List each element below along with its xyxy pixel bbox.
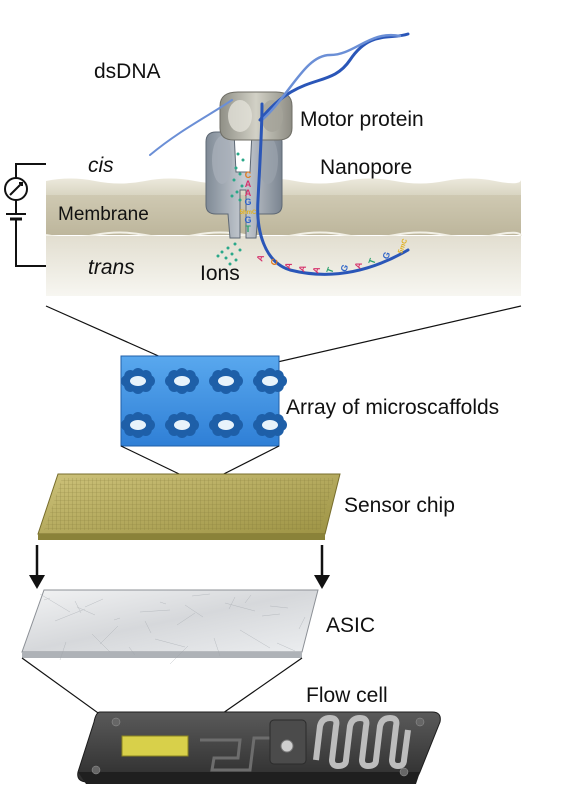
flow-cell-port	[280, 739, 294, 753]
ions-label: Ions	[200, 262, 240, 285]
array-label: Array of microscaffolds	[286, 396, 500, 419]
nanopore-protein	[205, 131, 283, 239]
cis-layer	[46, 178, 521, 195]
dsdna-label: dsDNA	[94, 60, 161, 83]
microscaffold-well	[253, 368, 287, 394]
dsdna-helix	[149, 32, 410, 156]
nucleotide-label: A	[245, 188, 252, 198]
nucleotide-label: T	[366, 257, 377, 266]
asic-label: ASIC	[326, 614, 376, 637]
sensor-chip-label: Sensor chip	[344, 494, 455, 517]
membrane-layer	[46, 195, 521, 235]
nucleotide-label: G	[244, 197, 251, 207]
down-arrows	[29, 545, 330, 589]
sensor-chip	[37, 473, 341, 540]
microscaffold-well	[165, 412, 199, 438]
zoom-lines-membrane-to-array	[45, 305, 522, 379]
microscaffold-well	[209, 368, 243, 394]
flow-cell-channel	[200, 736, 270, 772]
membrane-block	[45, 178, 522, 296]
nucleotide-label: T	[245, 224, 251, 234]
nucleotide-label: 5hmC	[240, 210, 257, 216]
cis-label: cis	[88, 154, 114, 177]
nucleotide-label: C	[245, 170, 252, 180]
nucleotide-label: G	[380, 250, 392, 260]
microscaffold-wells	[121, 368, 287, 438]
flow-cell-sensor-window	[121, 735, 189, 757]
nucleotide-label: G	[244, 215, 251, 225]
ion-particles	[216, 152, 245, 266]
nucleotide-label: A	[310, 265, 322, 275]
nanopore-label: Nanopore	[320, 156, 413, 179]
flow-cell-label: Flow cell	[306, 684, 388, 707]
motor-protein-label: Motor protein	[300, 108, 424, 131]
asic-chip	[21, 589, 319, 665]
nucleotide-label: A	[245, 179, 252, 189]
nucleotide-label: C	[268, 257, 280, 267]
trans-label: trans	[88, 256, 135, 279]
nucleotide-label: G	[338, 263, 350, 273]
membrane-label: Membrane	[58, 204, 149, 225]
flow-cell-serpentine	[313, 715, 411, 769]
nucleotide-label: A	[296, 263, 308, 273]
nucleotide-label: 5mC	[397, 238, 409, 255]
microscaffold-well	[253, 412, 287, 438]
nucleotide-label: A	[352, 260, 364, 270]
nucleotide-label: A	[254, 253, 266, 263]
nucleotide-label: T	[324, 266, 335, 275]
flow-cell	[77, 711, 441, 784]
microscaffold-well	[121, 368, 155, 394]
current-meter-circuit	[4, 163, 46, 267]
microscaffold-well	[165, 368, 199, 394]
nucleotide-label: A	[282, 260, 294, 270]
microscaffold-well	[209, 412, 243, 438]
microscaffold-well	[121, 412, 155, 438]
microscaffold-array	[120, 355, 287, 447]
single-strand-dna	[256, 102, 410, 276]
